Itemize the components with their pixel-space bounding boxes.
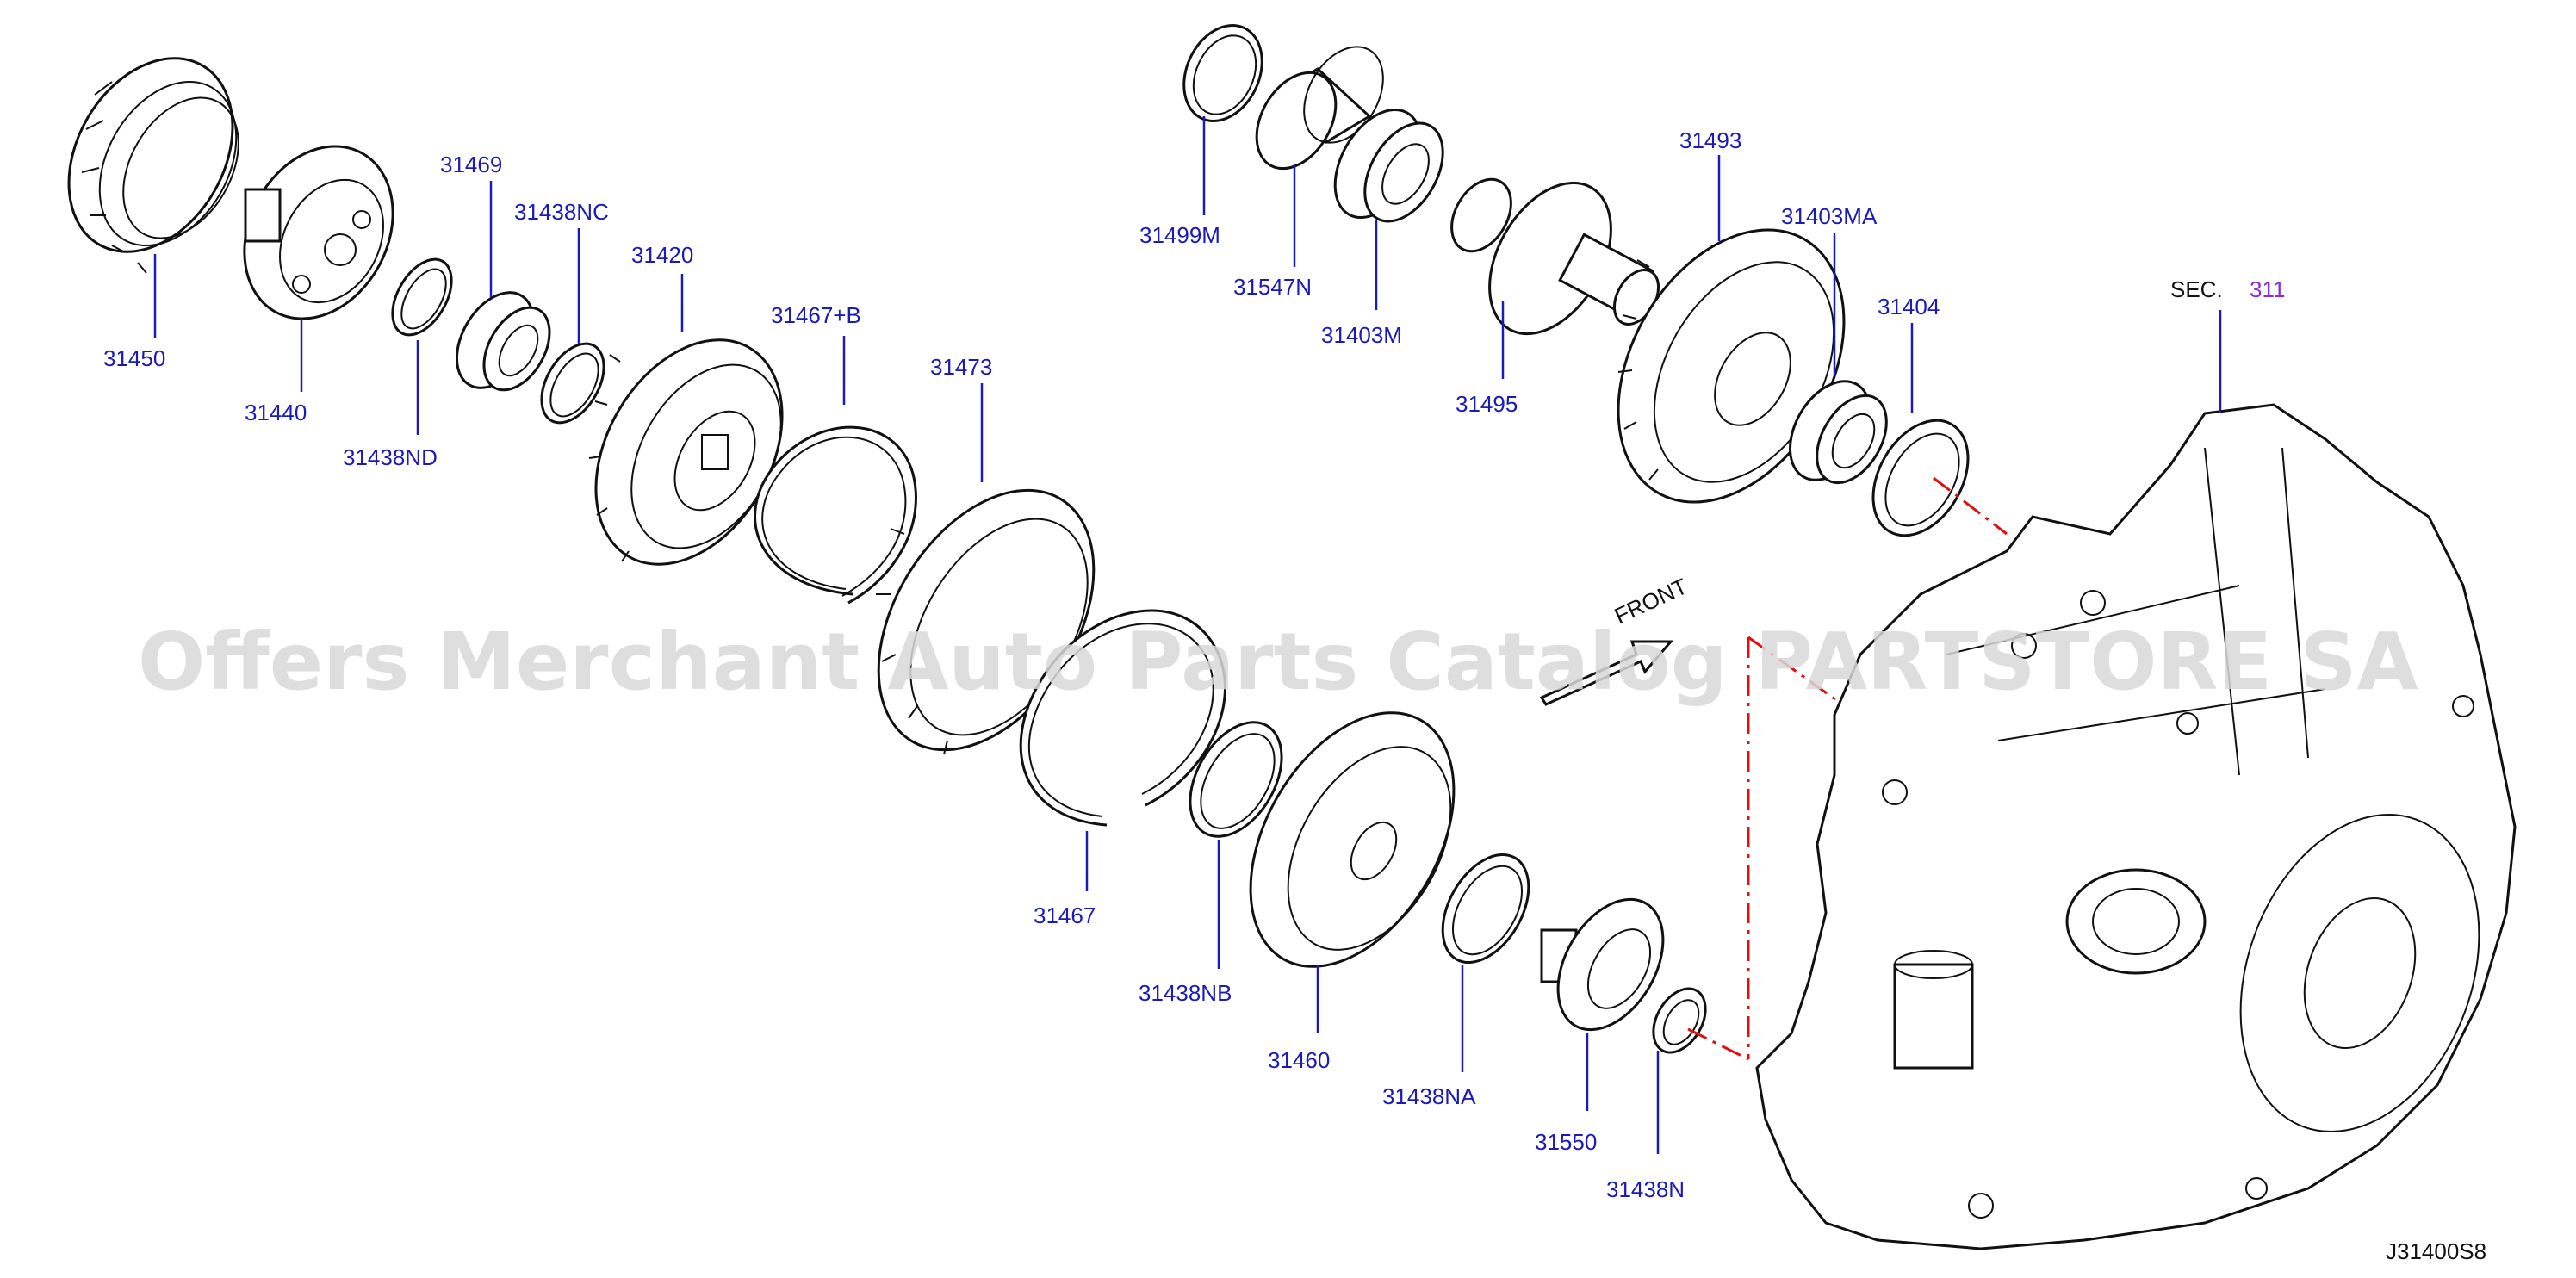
- label-31550[interactable]: 31550: [1535, 1129, 1597, 1155]
- label-31438NC[interactable]: 31438NC: [514, 199, 609, 225]
- leader-lines: [153, 116, 2222, 1154]
- part-31550-pinion[interactable]: [1536, 881, 1685, 1048]
- part-31440-carrier[interactable]: [215, 121, 422, 345]
- part-31404-bearing-cup[interactable]: [1853, 404, 1987, 553]
- label-31438N[interactable]: 31438N: [1606, 1176, 1685, 1202]
- part-31547N-sleeve[interactable]: [1240, 33, 1399, 183]
- part-31493-large-gear[interactable]: [1572, 189, 1890, 542]
- part-31438NA-washer[interactable]: [1425, 840, 1547, 977]
- label-31467[interactable]: 31467: [1034, 903, 1096, 928]
- label-31403M[interactable]: 31403M: [1321, 322, 1402, 348]
- label-31438NB[interactable]: 31438NB: [1139, 980, 1232, 1006]
- label-31493[interactable]: 31493: [1679, 127, 1741, 153]
- part-31438N-washer[interactable]: [1642, 979, 1716, 1061]
- label-31495[interactable]: 31495: [1456, 391, 1518, 417]
- section-number-link[interactable]: 311: [2250, 276, 2285, 302]
- part-31460-hub[interactable]: [1208, 677, 1495, 1002]
- transmission-case[interactable]: [1755, 403, 2521, 1250]
- watermark-text: Offers Merchant Auto Parts Catalog PARTS…: [138, 616, 2418, 708]
- label-31440[interactable]: 31440: [245, 400, 307, 425]
- label-31499M[interactable]: 31499M: [1139, 222, 1220, 248]
- alignment-lines: [1687, 476, 2008, 1061]
- label-31547N[interactable]: 31547N: [1233, 274, 1312, 300]
- part-31438NC-washer[interactable]: [529, 333, 617, 434]
- label-31403MA[interactable]: 31403MA: [1781, 203, 1878, 229]
- part-31438NB-washer[interactable]: [1171, 706, 1300, 853]
- part-31438ND-washer[interactable]: [381, 249, 463, 344]
- label-31450[interactable]: 31450: [103, 345, 165, 371]
- part-31469-bearing[interactable]: [441, 279, 563, 401]
- part-31403MA-bearing[interactable]: [1773, 367, 1901, 494]
- part-labels: 31450 31440 31438ND 31469 31438NC 31420 …: [103, 127, 1940, 1202]
- label-31469[interactable]: 31469: [440, 152, 502, 177]
- part-31403M-bearing[interactable]: [1318, 95, 1459, 235]
- part-31495-shaft-gear[interactable]: [1440, 162, 1668, 356]
- part-31467-snap-ring[interactable]: [1019, 609, 1226, 827]
- part-31450-drum[interactable]: [35, 29, 265, 282]
- label-31473[interactable]: 31473: [930, 354, 992, 380]
- section-prefix: SEC.: [2170, 276, 2223, 302]
- part-31467B-snap-ring[interactable]: [754, 425, 917, 605]
- part-31499M-seal-ring[interactable]: [1169, 13, 1276, 134]
- section-reference[interactable]: SEC. 311: [2170, 276, 2285, 302]
- drawing-code: J31400S8: [2386, 1238, 2486, 1264]
- label-31467B[interactable]: 31467+B: [771, 302, 861, 328]
- label-31404[interactable]: 31404: [1878, 294, 1940, 320]
- label-31438ND[interactable]: 31438ND: [343, 444, 438, 470]
- label-31460[interactable]: 31460: [1268, 1047, 1330, 1073]
- label-31438NA[interactable]: 31438NA: [1382, 1083, 1476, 1109]
- label-31420[interactable]: 31420: [631, 242, 693, 268]
